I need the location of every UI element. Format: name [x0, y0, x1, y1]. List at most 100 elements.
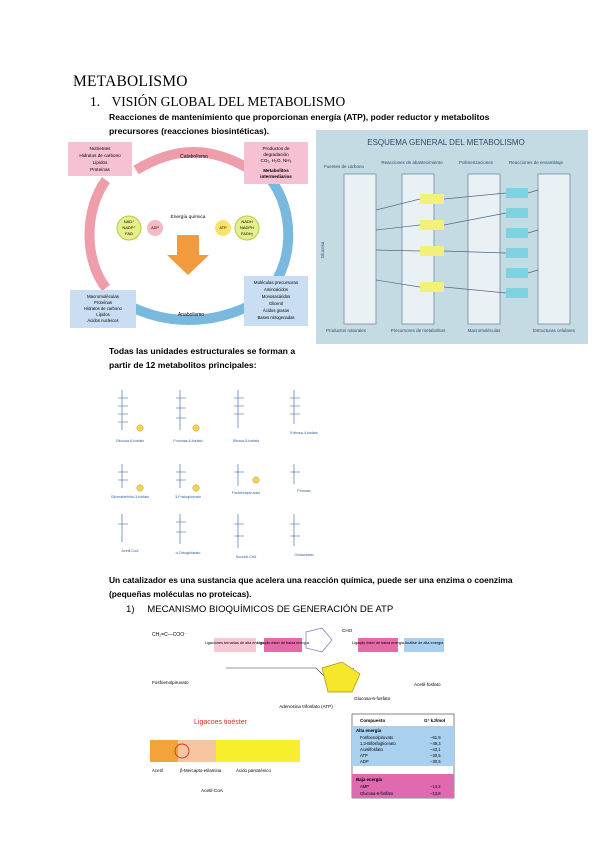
atp-label: ATP	[219, 226, 227, 230]
macromolecules-item: Hidratos de carbono	[84, 306, 122, 311]
coa-part-label: Acetil	[152, 768, 163, 773]
section-title: MECANISMO BIOQUÍMICOS DE GENERACIÓN DE A…	[147, 604, 394, 615]
free-energy-table: Compuesto G° kJ/mol Alta energía Fosfoen…	[351, 713, 455, 799]
macromolecules-box	[70, 290, 136, 328]
table-cell: Fosfoenolpiruvato	[360, 735, 394, 740]
adp-label: ADP	[151, 226, 159, 230]
intermediates-label: Metabolitos	[263, 168, 289, 173]
macromolecule-boxes	[506, 188, 528, 298]
scheme-footer: Estructuras celulares	[533, 328, 576, 333]
table-cell: AMP	[360, 784, 369, 789]
oxidized-cofactors-circle	[116, 215, 142, 241]
pantothenic-segment	[216, 740, 300, 762]
section-number: 1)	[126, 604, 135, 615]
table-cell: −43,1	[430, 747, 441, 752]
coa-name-label: Acetil-CoA	[201, 788, 224, 793]
scheme-arrows	[375, 189, 539, 294]
precursors-item: Bases nitrogenadas	[257, 315, 294, 320]
callout-label: Ligaciones ternarias de alta energía	[205, 641, 266, 645]
nutrients-label: Nutrientes	[90, 146, 112, 151]
mercapto-segment	[178, 740, 216, 762]
metabolite-label: Fosfoenolpiruvato	[232, 491, 261, 495]
scheme-title: ESQUEMA GENERAL DEL METABOLISMO	[367, 138, 525, 147]
section-heading-1: 1. VISIÓN GLOBAL DEL METABOLISMO	[90, 94, 345, 110]
metabolite-label: Ribosa-5-fosfato	[233, 439, 259, 443]
scheme-footer: Precursores de metabolitos	[391, 328, 447, 333]
callout-label: Análise de alta energía	[405, 641, 445, 645]
precursors-label: Moléculas precursoras	[254, 280, 299, 285]
macromolecules-item: Proteínas	[94, 300, 112, 305]
table-cell: −30,5	[430, 759, 441, 764]
metabolite-label: Fructosa-6-fosfato	[173, 439, 202, 443]
scheme-side-label: Glucosa	[320, 241, 325, 258]
cofactor-label: FAD	[125, 231, 133, 236]
cofactor-label: FADH₂	[241, 231, 254, 236]
coa-part-label: β-Mercapto-etilamina	[180, 768, 222, 773]
adp-circle-left	[147, 220, 163, 236]
acetyl-segment	[150, 740, 178, 762]
g6p-label: Glucosa-6-fosfato	[354, 696, 391, 701]
cofactor-label: NADP⁺	[122, 225, 135, 230]
metabolism-cycle-diagram: Nutrientes Hidratos de carbono Lípidos P…	[66, 140, 312, 330]
scheme-column-header: Fuentes de carbono	[324, 164, 365, 169]
cofactor-label: NADPH	[240, 225, 254, 230]
scheme-column	[343, 173, 377, 325]
metabolite-label: Oxalacetato	[294, 553, 313, 557]
table-cell: −13,8	[430, 791, 441, 796]
table-cell: −14,2	[430, 784, 441, 789]
thioester-circle	[174, 743, 190, 759]
scheme-footer: Productos naturales	[326, 328, 367, 333]
precursors-box	[244, 276, 308, 326]
section-number: 1.	[90, 94, 101, 109]
metabolite-label: Glucosa-6-fosfato	[116, 439, 144, 443]
callout-label: Ligação éster de baixa energia	[352, 641, 405, 645]
nutrients-item: Proteínas	[90, 167, 110, 172]
ribose-ring	[321, 661, 361, 693]
paragraph-metabolites: Todas las unidades estructurales se form…	[109, 346, 296, 370]
table-header: Compuesto	[360, 718, 385, 723]
energy-down-arrow	[167, 235, 209, 275]
degradation-label: CO₂, H₂O, NH₃	[261, 158, 292, 163]
metabolite-label: Gliceraldehído-3-fosfato	[111, 495, 149, 499]
table-cell: −30,5	[430, 753, 441, 758]
cofactor-label: NAD⁺	[124, 219, 135, 224]
callout-box	[264, 638, 302, 652]
left-pink-arc	[84, 177, 111, 292]
acetylphosphate-label: Acetil-fosfato	[414, 682, 441, 687]
page-title: METABOLISMO	[73, 73, 188, 90]
callout-box	[214, 638, 256, 652]
callout-box	[358, 638, 398, 652]
atp-circle	[215, 220, 231, 236]
paragraph-intro: Reacciones de mantenimiento que proporci…	[109, 112, 490, 136]
section-heading-2: 1) MECANISMO BIOQUÍMICOS DE GENERACIÓN D…	[126, 604, 393, 615]
precursor-boxes	[420, 194, 444, 292]
table-cell: ATP	[360, 753, 368, 758]
paragraph-catalyst: Un catalizador es una sustancia que acel…	[109, 575, 513, 599]
g6p-formula: CHO	[342, 628, 353, 633]
pep-formula: CH₂=C—COO⁻	[152, 632, 187, 638]
pep-label: Fosfoenolpiruvato	[152, 680, 189, 685]
atp-figure: CH₂=C—COO⁻ Fosfoenolpiruvato Ligaciones …	[146, 624, 458, 802]
precursors-item: Aminoácidos	[264, 287, 288, 292]
section-title: VISIÓN GLOBAL DEL METABOLISMO	[111, 94, 346, 109]
nutrients-item: Lípidos	[93, 160, 109, 165]
precursors-item: Monosacáridos	[262, 294, 290, 299]
phosphate-markers	[136, 424, 260, 492]
reduced-cofactors-circle	[234, 215, 260, 241]
scheme-column	[537, 173, 571, 325]
intermediates-label: intermediarios	[260, 174, 292, 179]
degradation-box	[244, 142, 308, 184]
scheme-column-header: Reacciones de abastecimiento	[381, 160, 443, 165]
macromolecules-item: Lípidos	[96, 312, 110, 317]
table-cell: Acetilfosfato	[360, 747, 383, 752]
degradation-label: degradación	[263, 152, 289, 157]
anabolism-arrow	[125, 300, 254, 325]
metabolism-scheme-photo: ESQUEMA GENERAL DEL METABOLISMO Fuentes …	[316, 130, 588, 344]
nutrients-item: Hidratos de carbono	[79, 153, 121, 158]
macromolecules-label: Macromoléculas	[87, 294, 120, 299]
nutrients-box	[68, 142, 132, 176]
table-cell: ADP	[360, 759, 369, 764]
scheme-column	[467, 173, 501, 325]
callout-label: Ligação éster de baixa energia	[257, 641, 310, 645]
table-group: Alta energía	[356, 728, 382, 733]
